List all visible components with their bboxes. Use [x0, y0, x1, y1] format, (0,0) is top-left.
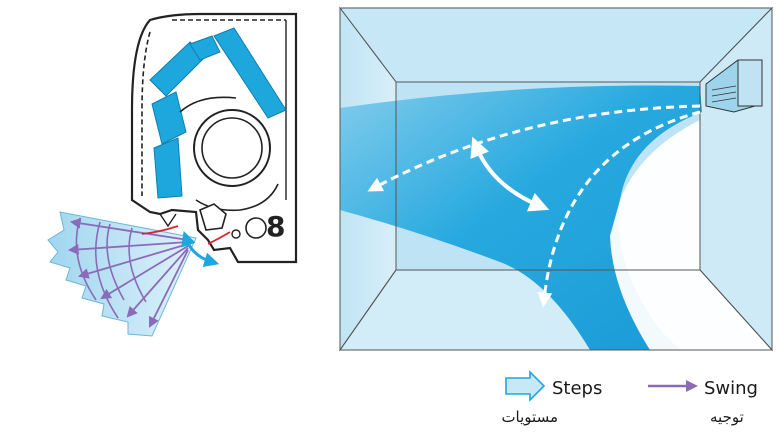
legend-swing-label-fa: توجیه — [710, 408, 744, 426]
legend-steps-label: Steps — [552, 378, 602, 399]
outline-arrow-icon — [505, 370, 546, 402]
purple-arrow-icon — [648, 380, 698, 392]
unit-cross-section: 8 — [47, 12, 298, 337]
airflow-region — [340, 85, 702, 350]
legend-swing-label: Swing — [704, 378, 758, 399]
air-fan — [47, 211, 197, 337]
legend-steps-label-fa: مستویات — [501, 408, 558, 426]
room-perspective — [338, 6, 774, 352]
wall-ac-unit — [705, 59, 763, 113]
legend: Steps مستویات Swing توجیه — [501, 370, 758, 426]
flap-swing-arrow — [181, 230, 220, 268]
airflow-arrows — [367, 104, 701, 308]
filter-blocks — [149, 27, 287, 199]
motor-symbol: 8 — [266, 210, 285, 243]
flap-upper — [141, 225, 179, 235]
swing-double-arrow — [470, 136, 550, 212]
swing-rays — [67, 217, 189, 328]
